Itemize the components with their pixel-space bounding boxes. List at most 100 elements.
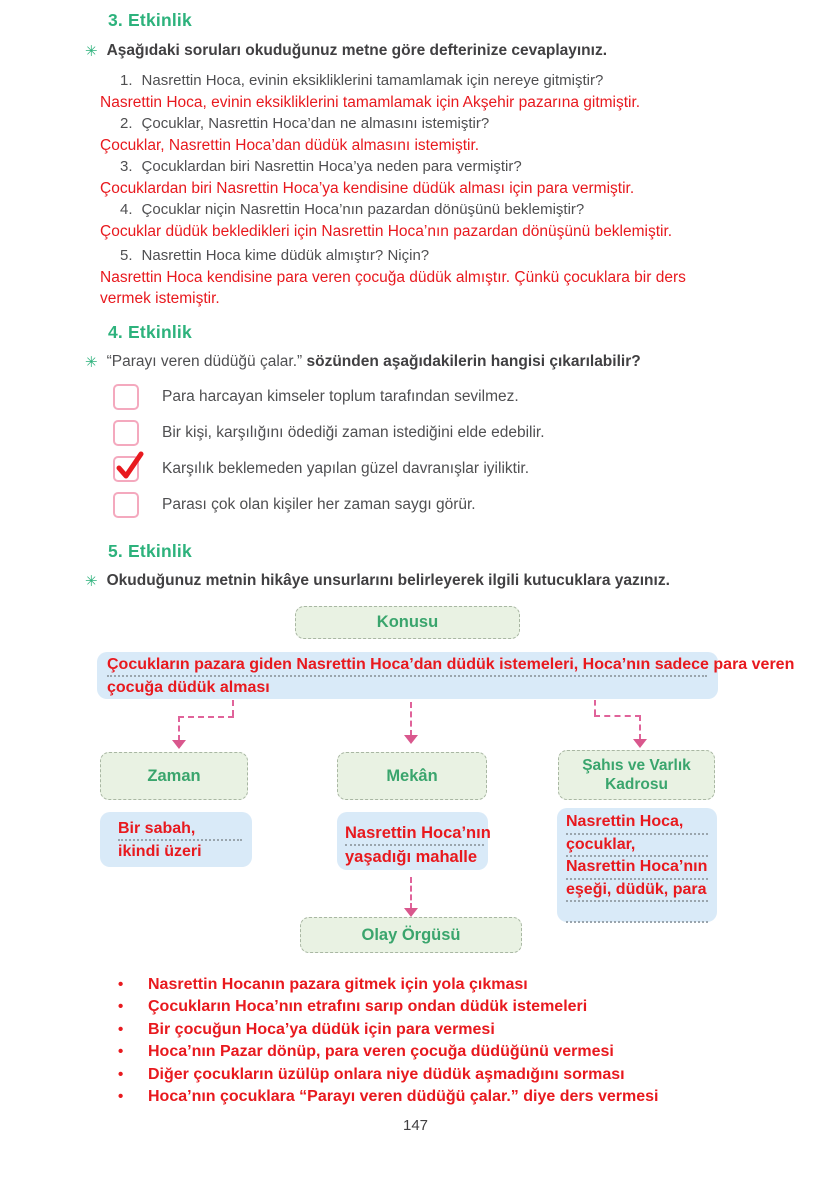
question-1: 1. Nasrettin Hoca, evinin eksikliklerini… — [120, 70, 831, 92]
checkbox-unchecked[interactable] — [113, 384, 139, 410]
arrowhead-mekan — [404, 735, 418, 744]
option-label: Para harcayan kimseler toplum tarafından… — [162, 388, 519, 405]
asterisk-icon: ✳ — [85, 354, 98, 371]
bullet-icon: • — [118, 976, 124, 993]
event-text: Hoca’nın Pazar dönüp, para veren çocuğa … — [148, 1043, 614, 1061]
answer-3: Çocuklardan biri Nasrettin Hoca’ya kendi… — [100, 179, 635, 197]
bullet-icon: • — [118, 1043, 124, 1061]
question-number: 1. — [120, 72, 133, 89]
bullet-icon: • — [118, 998, 124, 1016]
arrow-middle-vertical — [410, 702, 412, 736]
page-number: 147 — [402, 1117, 429, 1134]
option-label: Karşılık beklemeden yapılan güzel davran… — [162, 460, 530, 477]
activity4-question-row: ✳ “Parayı veren düdüğü çalar.” sözünden … — [85, 353, 825, 372]
answer-2: Çocuklar, Nasrettin Hoca’dan düdük almas… — [100, 136, 480, 154]
activity3-heading: 3. Etkinlik — [108, 10, 192, 30]
activity4-heading: 4. Etkinlik — [108, 322, 192, 342]
activity5-instruction: Okuduğunuz metnin hikâye unsurlarını bel… — [106, 572, 670, 589]
sahis-answer-line3: Nasrettin Hoca’nın — [566, 857, 708, 880]
asterisk-icon: ✳ — [85, 43, 98, 60]
zaman-answer-box[interactable]: Bir sabah, ikindi üzeri — [100, 812, 252, 867]
option-row-2: Bir kişi, karşılığını ödediği zaman iste… — [113, 420, 545, 446]
question-text: Nasrettin Hoca, evinin eksikliklerini ta… — [141, 72, 604, 89]
event-item-2: • Çocukların Hoca’nın etrafını sarıp ond… — [118, 996, 818, 1018]
konusu-answer-line2: çocuğa düdük alması — [107, 679, 270, 696]
konusu-answer-line1: Çocukların pazara giden Nasrettin Hoca’d… — [107, 654, 794, 677]
question-answer-list: 1. Nasrettin Hoca, evinin eksikliklerini… — [0, 70, 831, 310]
zaman-box: Zaman — [100, 752, 248, 800]
event-text: Çocukların Hoca’nın etrafını sarıp ondan… — [148, 998, 588, 1016]
arrow-right-vertical — [639, 715, 641, 740]
question-number: 4. — [120, 201, 133, 218]
activity4-question: “Parayı veren düdüğü çalar.” sözünden aş… — [107, 353, 641, 371]
sahis-answer-box[interactable]: Nasrettin Hoca, çocuklar, Nasrettin Hoca… — [557, 808, 717, 923]
answer-1: Nasrettin Hoca, evinin eksikliklerini ta… — [100, 93, 641, 111]
bullet-icon: • — [118, 1065, 124, 1083]
sahis-answer-empty-line — [566, 902, 708, 923]
olay-orgusu-box: Olay Örgüsü — [300, 917, 522, 953]
activity3-instruction-row: ✳ Aşağıdaki soruları okuduğunuz metne gö… — [85, 42, 825, 61]
question-text: Çocuklardan biri Nasrettin Hoca’ya neden… — [141, 158, 522, 175]
question-number: 3. — [120, 158, 133, 175]
arrow-right-stub — [594, 700, 596, 715]
event-text: Nasrettin Hocanın pazara gitmek için yol… — [148, 976, 528, 993]
event-item-3: • Bir çocuğun Hoca’ya düdük için para ve… — [118, 1019, 818, 1041]
sahis-label-line1: Şahıs ve Varlık — [582, 757, 691, 774]
checkbox-unchecked[interactable] — [113, 420, 139, 446]
event-item-1: • Nasrettin Hocanın pazara gitmek için y… — [118, 974, 818, 996]
option-row-3: Karşılık beklemeden yapılan güzel davran… — [113, 451, 545, 482]
question-text: Çocuklar niçin Nasrettin Hoca’nın pazard… — [141, 201, 585, 218]
checkmark-icon — [116, 451, 144, 479]
event-item-5: • Diğer çocukların üzülüp onlara niye dü… — [118, 1064, 818, 1086]
arrowhead-sahis — [633, 739, 647, 748]
konusu-box: Konusu — [295, 606, 520, 639]
event-item-4: • Hoca’nın Pazar dönüp, para veren çocuğ… — [118, 1041, 818, 1063]
question-2: 2. Çocuklar, Nasrettin Hoca’dan ne almas… — [120, 113, 831, 135]
mekan-box: Mekân — [337, 752, 487, 800]
event-text: Bir çocuğun Hoca’ya düdük için para verm… — [148, 1020, 495, 1038]
sahis-box: Şahıs ve Varlık Kadrosu — [558, 750, 715, 800]
activity5-instruction-row: ✳ Okuduğunuz metnin hikâye unsurlarını b… — [85, 572, 825, 591]
sahis-answer-line2: çocuklar, — [566, 835, 708, 857]
question-3: 3. Çocuklardan biri Nasrettin Hoca’ya ne… — [120, 156, 831, 178]
konusu-answer-box[interactable]: Çocukların pazara giden Nasrettin Hoca’d… — [97, 652, 794, 699]
events-list: • Nasrettin Hocanın pazara gitmek için y… — [118, 974, 818, 1108]
event-text: Hoca’nın çocuklara “Parayı veren düdüğü … — [148, 1088, 659, 1106]
arrow-left-vertical — [178, 716, 180, 741]
arrow-olay-vertical — [410, 877, 412, 909]
sahis-label-line2: Kadrosu — [605, 776, 668, 793]
question-4: 4. Çocuklar niçin Nasrettin Hoca’nın paz… — [120, 199, 831, 221]
answer-4: Çocuklar düdük bekledikleri için Nasrett… — [100, 222, 673, 240]
checkbox-unchecked[interactable] — [113, 492, 139, 518]
arrow-left-stub — [232, 700, 234, 716]
checkbox-checked[interactable] — [113, 451, 144, 482]
arrowhead-zaman — [172, 740, 186, 749]
event-text: Diğer çocukların üzülüp onlara niye düdü… — [148, 1065, 625, 1083]
bullet-icon: • — [118, 1020, 124, 1038]
option-label: Parası çok olan kişiler her zaman saygı … — [162, 496, 476, 513]
question-quote: “Parayı veren düdüğü çalar.” — [106, 353, 303, 370]
question-text: Çocuklar, Nasrettin Hoca’dan ne almasını… — [141, 115, 490, 132]
question-text: Nasrettin Hoca kime düdük almıştır? Niçi… — [141, 247, 430, 264]
arrowhead-olay — [404, 908, 418, 917]
activity3-instruction: Aşağıdaki soruları okuduğunuz metne göre… — [106, 42, 607, 59]
question-rest: sözünden aşağıdakilerin hangisi çıkarıla… — [306, 353, 641, 370]
event-item-6: • Hoca’nın çocuklara “Parayı veren düdüğ… — [118, 1086, 818, 1108]
bullet-icon: • — [118, 1088, 124, 1106]
question-number: 2. — [120, 115, 133, 132]
answer-5: Nasrettin Hoca kendisine para veren çocu… — [100, 268, 686, 308]
mekan-answer-line2: yaşadığı mahalle — [345, 848, 478, 866]
sahis-answer-line4: eşeği, düdük, para — [566, 880, 708, 902]
option-row-1: Para harcayan kimseler toplum tarafından… — [113, 384, 545, 410]
options-list: Para harcayan kimseler toplum tarafından… — [113, 384, 545, 528]
asterisk-icon: ✳ — [85, 573, 98, 590]
sahis-answer-line1: Nasrettin Hoca, — [566, 812, 708, 835]
arrow-right-horizontal — [594, 715, 641, 717]
option-row-4: Parası çok olan kişiler her zaman saygı … — [113, 492, 545, 518]
question-5: 5. Nasrettin Hoca kime düdük almıştır? N… — [120, 245, 831, 267]
zaman-answer-line1: Bir sabah, — [118, 818, 242, 841]
zaman-answer-line2: ikindi üzeri — [118, 843, 202, 860]
mekan-answer-box[interactable]: Nasrettin Hoca’nın yaşadığı mahalle — [337, 812, 491, 870]
arrow-left-horizontal — [178, 716, 234, 718]
